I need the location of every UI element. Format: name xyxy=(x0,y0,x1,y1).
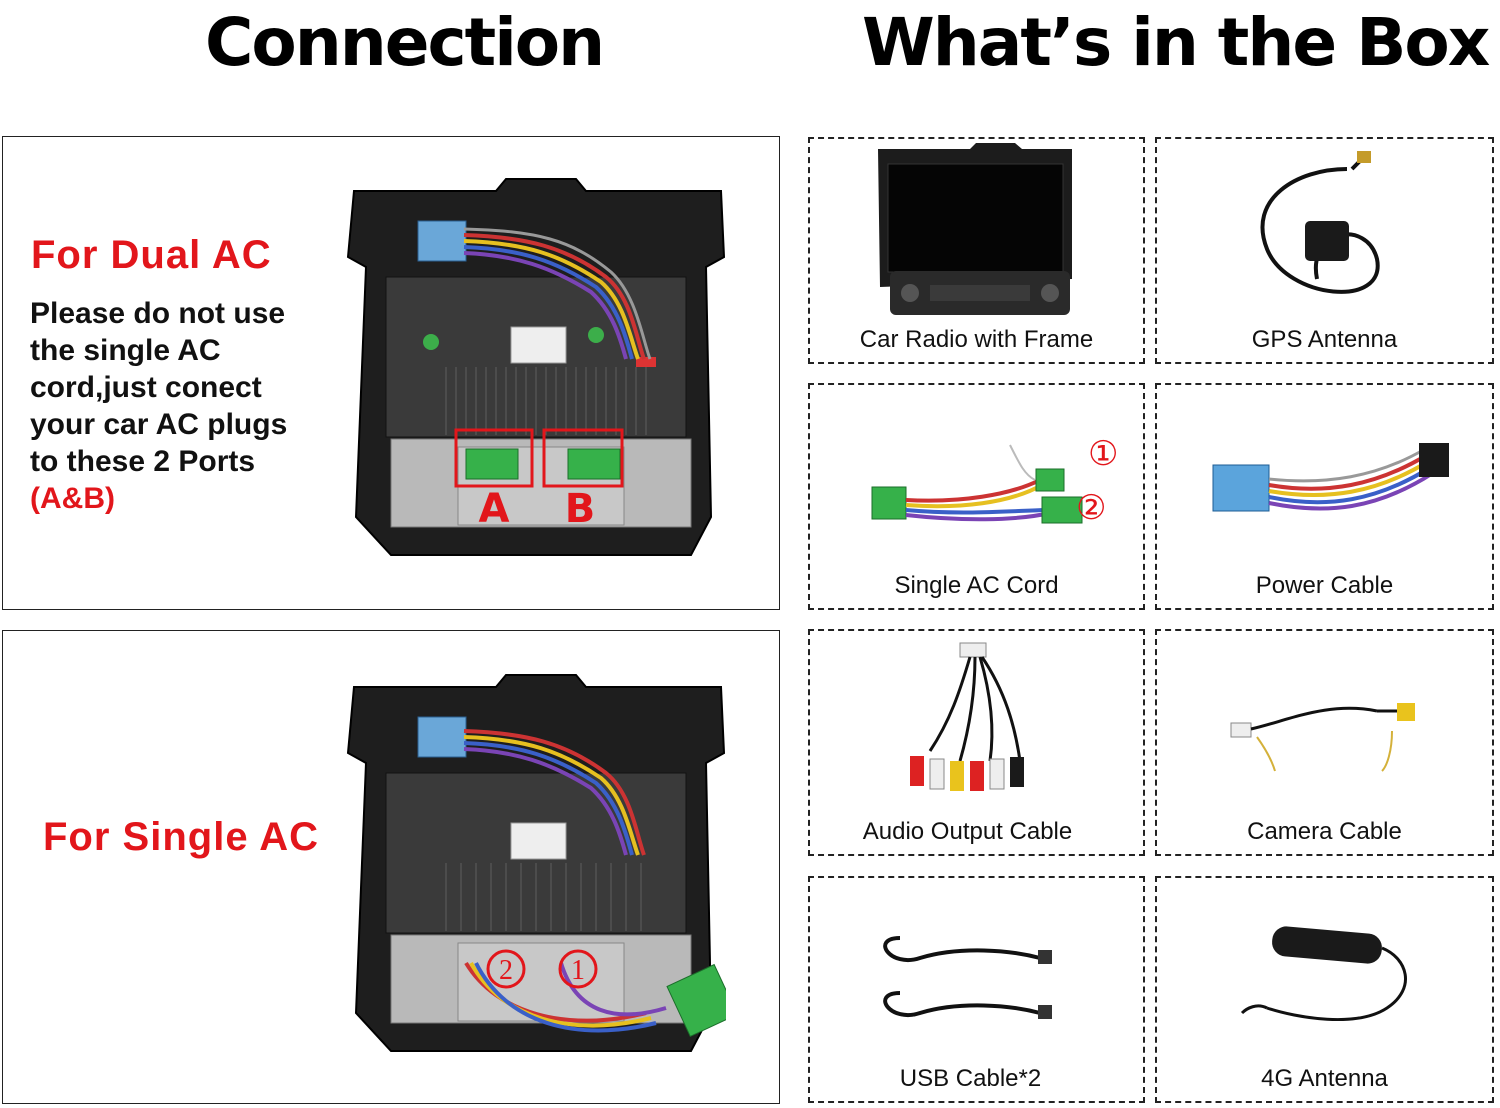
single-ac-panel: For Single AC 2 1 xyxy=(2,630,780,1104)
power-cable-icon xyxy=(1212,443,1449,512)
port-a-label: A xyxy=(479,486,510,532)
instruction-line: Please do not use xyxy=(30,297,286,330)
dual-ac-panel: For Dual AC Please do not use the single… xyxy=(2,136,780,610)
ac-cord-marker-2: ② xyxy=(1076,490,1106,527)
box-item-label: 4G Antenna xyxy=(1261,1065,1388,1092)
instruction-line: the single AC xyxy=(30,334,221,367)
instruction-line: your car AC plugs xyxy=(30,408,288,441)
box-item-label: Single AC Cord xyxy=(894,572,1059,599)
box-item-label: USB Cable*2 xyxy=(899,1065,1042,1092)
box-item-gps-antenna: GPS Antenna xyxy=(1155,137,1494,364)
car-radio-icon xyxy=(878,143,1072,315)
box-item-label: Audio Output Cable xyxy=(862,818,1073,845)
box-item-audio-cable: Audio Output Cable xyxy=(808,629,1145,856)
gps-antenna-icon xyxy=(1260,151,1380,294)
box-item-power-cable: Power Cable xyxy=(1155,383,1494,610)
audio-cable-icon xyxy=(910,642,1024,791)
usb-cable-icon xyxy=(883,936,1052,1019)
box-item-label: Camera Cable xyxy=(1247,818,1402,845)
head-unit-back-dual: A B xyxy=(346,178,726,556)
single-marker-1: 1 xyxy=(571,955,585,986)
dual-ac-title: For Dual AC xyxy=(31,233,272,277)
connection-heading: Connection xyxy=(205,4,605,81)
box-item-ac-cord: ① ② Single AC Cord xyxy=(808,383,1145,610)
box-item-camera-cable: Camera Cable xyxy=(1155,629,1494,856)
single-ac-title: For Single AC xyxy=(43,815,319,859)
ac-cord-marker-1: ① xyxy=(1088,436,1118,473)
box-heading: What’s in the Box xyxy=(862,4,1490,81)
port-b-label: B xyxy=(565,486,596,532)
box-item-label: Car Radio with Frame xyxy=(859,326,1094,353)
instruction-line: to these 2 Ports xyxy=(30,445,256,478)
box-item-4g-antenna: 4G Antenna xyxy=(1155,876,1494,1103)
single-marker-2: 2 xyxy=(499,955,513,986)
camera-cable-icon xyxy=(1230,703,1415,772)
box-item-usb-cable: USB Cable*2 xyxy=(808,876,1145,1103)
box-item-car-radio: Car Radio with Frame xyxy=(808,137,1145,364)
box-item-label: GPS Antenna xyxy=(1251,326,1398,353)
dual-ac-instructions: Please do not use the single AC cord,jus… xyxy=(30,295,350,517)
instruction-line: cord,just conect xyxy=(30,371,262,404)
head-unit-back-single: 2 1 xyxy=(346,674,726,1052)
box-item-label: Power Cable xyxy=(1255,572,1394,599)
ports-note: (A&B) xyxy=(30,482,115,515)
antenna-4g-icon xyxy=(1240,926,1407,1022)
ac-cord-icon: ① ② xyxy=(871,436,1118,527)
